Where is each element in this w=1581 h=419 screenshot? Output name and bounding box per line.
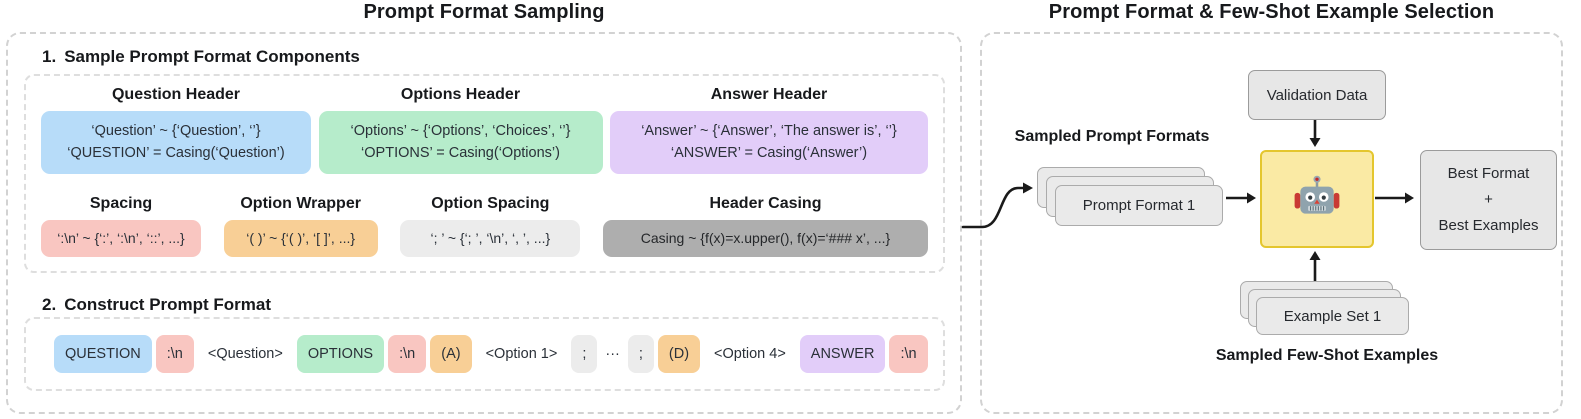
option-wrapper-card: ‘( )’ ~ {‘( )’, ‘[ ]’, ...} — [223, 219, 378, 257]
token-question: <Question> — [207, 346, 283, 362]
llm-evaluator-box — [1260, 150, 1374, 248]
constructed-prompt-box: QUESTION :\n <Question> OPTIONS :\n (A) … — [24, 317, 945, 391]
prompt-chip-row: QUESTION :\n <Question> OPTIONS :\n (A) … — [26, 319, 943, 389]
best-box-line-2: + — [1484, 190, 1493, 208]
example-set-card: Example Set 1 — [1256, 297, 1409, 335]
options-header-line-1: ‘Options’ ~ {‘Options’, ‘Choices’, ‘’} — [350, 123, 571, 139]
chip-option-wrapper-a: (A) — [430, 335, 472, 373]
validation-data-box: Validation Data — [1248, 70, 1386, 120]
option-spacing-component: Option Spacing ‘; ’ ~ {‘; ’, ‘\n’, ‘, ’,… — [400, 194, 581, 257]
option-spacing-card: ‘; ’ ~ {‘; ’, ‘\n’, ‘, ’, ...} — [400, 219, 581, 257]
sampled-prompt-formats-label: Sampled Prompt Formats — [1014, 128, 1210, 145]
token-ellipsis: ··· — [605, 346, 620, 362]
chip-spacing-2: :\n — [388, 335, 427, 373]
example-set-stack: Example Set 1 — [1240, 281, 1409, 335]
chip-options-header: OPTIONS — [296, 335, 385, 373]
chip-spacing-1: :\n — [155, 335, 194, 373]
step1-heading-text: Sample Prompt Format Components — [64, 47, 360, 66]
right-panel-title: Prompt Format & Few-Shot Example Selecti… — [1048, 1, 1495, 23]
header-casing-component: Header Casing Casing ~ {f(x)=x.upper(), … — [602, 194, 928, 257]
answer-header-line-2: ‘ANSWER’ = Casing(‘Answer’) — [670, 145, 868, 162]
question-header-line-2: ‘QUESTION’ = Casing(‘Question’) — [67, 145, 285, 162]
answer-header-title: Answer Header — [710, 86, 828, 103]
step1-number: 1. — [42, 47, 57, 66]
options-header-title: Options Header — [400, 86, 521, 103]
step2-number: 2. — [42, 295, 57, 314]
options-header-card: ‘Options’ ~ {‘Options’, ‘Choices’, ‘’} ‘… — [318, 111, 603, 174]
option-wrapper-title: Option Wrapper — [240, 194, 361, 212]
option-spacing-title: Option Spacing — [431, 194, 550, 212]
spacing-card: ‘:\n’ ~ {‘:’, ‘:\n’, ‘::’, ...} — [41, 219, 201, 257]
header-casing-card: Casing ~ {f(x)=x.upper(), f(x)=‘### x’, … — [602, 219, 928, 257]
answer-header-card: ‘Answer’ ~ {‘Answer’, ‘The answer is’, ‘… — [610, 111, 928, 174]
step1-heading: 1. Sample Prompt Format Components — [42, 47, 360, 67]
step2-heading-text: Construct Prompt Format — [64, 295, 272, 314]
chip-answer-header: ANSWER — [799, 335, 886, 373]
spacing-title: Spacing — [89, 194, 153, 212]
left-panel-title: Prompt Format Sampling — [363, 1, 605, 23]
token-option-4: <Option 4> — [714, 346, 786, 362]
prompt-format-sampling-panel: 1. Sample Prompt Format Components Questi… — [6, 32, 962, 414]
spacing-component: Spacing ‘:\n’ ~ {‘:’, ‘:\n’, ‘::’, ...} — [41, 195, 201, 257]
options-header-line-2: ‘OPTIONS’ = Casing(‘Options’) — [361, 145, 560, 162]
chip-spacing-3: :\n — [889, 335, 928, 373]
format-selection-panel: Validation Data Sampled Prompt Formats P… — [980, 32, 1563, 414]
chip-question-header: QUESTION — [54, 335, 152, 373]
chip-option-spacing-1: ; — [571, 335, 598, 373]
options-header-component: Options Header ‘Options’ ~ {‘Options’, ‘… — [318, 86, 603, 174]
step2-heading: 2. Construct Prompt Format — [42, 295, 271, 315]
prompt-format-card: Prompt Format 1 — [1055, 185, 1223, 226]
chip-option-spacing-2: ; — [627, 335, 654, 373]
best-box-line-1: Best Format — [1447, 164, 1530, 182]
sampled-few-shot-examples-label: Sampled Few-Shot Examples — [1215, 347, 1439, 364]
question-header-line-1: ‘Question’ ~ {‘Question’, ‘’} — [91, 123, 261, 139]
validation-data-label: Validation Data — [1266, 86, 1368, 104]
best-format-examples-box: Best Format + Best Examples — [1420, 150, 1557, 250]
option-wrapper-component: Option Wrapper ‘( )’ ~ {‘( )’, ‘[ ]’, ..… — [223, 194, 378, 257]
question-header-card: ‘Question’ ~ {‘Question’, ‘’} ‘QUESTION’… — [41, 111, 311, 174]
question-header-component: Question Header ‘Question’ ~ {‘Question’… — [41, 86, 311, 174]
answer-header-line-1: ‘Answer’ ~ {‘Answer’, ‘The answer is’, ‘… — [641, 123, 897, 139]
prompt-format-stack: Prompt Format 1 — [1037, 167, 1223, 226]
header-components-row: Question Header ‘Question’ ~ {‘Question’… — [41, 86, 928, 174]
best-box-line-3: Best Examples — [1438, 217, 1539, 235]
question-header-title: Question Header — [111, 86, 241, 103]
robot-icon — [1292, 172, 1342, 227]
chip-option-wrapper-d: (D) — [657, 335, 701, 373]
sampler-components-row: Spacing ‘:\n’ ~ {‘:’, ‘:\n’, ‘::’, ...} … — [41, 195, 928, 257]
token-option-1: <Option 1> — [485, 346, 558, 362]
answer-header-component: Answer Header ‘Answer’ ~ {‘Answer’, ‘The… — [610, 86, 928, 174]
header-casing-title: Header Casing — [709, 194, 822, 212]
components-box: Question Header ‘Question’ ~ {‘Question’… — [24, 74, 945, 273]
